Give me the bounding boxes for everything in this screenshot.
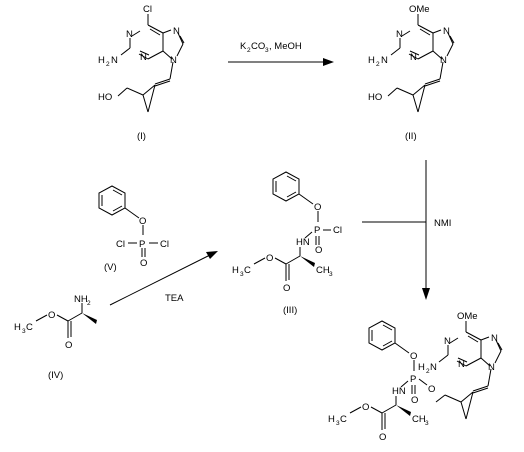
reaction-arrow-2: TEA [109,251,218,306]
compound-V: O P Cl Cl O (V) [98,185,169,273]
amino-group-h: H [368,55,375,66]
compound-IV: NH 2 O H 3 C O (IV) [14,294,97,381]
amino-group-subscript: 2 [106,61,110,68]
reagent-k: K [240,41,247,52]
methoxy-group: OMe [409,4,430,15]
nitrogen-atom: N [126,29,133,40]
nitrogen-atom: N [458,359,465,370]
reagent-subscript: 3 [265,47,269,54]
reagent-methanol: , MeOH [269,41,302,52]
product-compound: OMe N N N N H 2 N O P O HN O O H 3 C CH … [328,311,503,443]
oxygen-atom: O [428,384,435,395]
oxygen-atom: O [410,351,417,362]
nitrogen-atom: N [170,55,177,66]
methyl-subscript: 3 [240,271,244,278]
methyl-ch: CH [412,414,426,425]
chlorine-atom: Cl [333,225,342,236]
oxygen-atom: O [314,202,321,213]
nitrogen-atom: N [488,362,495,373]
ester-oxygen: O [362,402,369,413]
nitrogen-atom: N [396,29,403,40]
nitrogen-atom: N [440,55,447,66]
methyl-c: C [244,265,251,276]
methyl-subscript: 3 [425,420,429,427]
methyl-subscript: 3 [22,328,26,335]
amino-group-subscript: 2 [376,61,380,68]
amino-group-h: H [418,362,425,373]
compound-II: OMe N N N N H 2 N HO (II) [368,4,455,142]
nitrogen-atom: N [140,52,147,63]
oxygen-atom: O [139,216,146,227]
hydroxyl-group: HO [98,92,112,103]
compound-label: (I) [137,131,146,142]
ester-oxygen: O [266,253,273,264]
oxygen-atom: O [315,245,322,256]
methyl-subscript: 3 [336,420,340,427]
compound-label: (II) [405,131,417,142]
compound-label: (IV) [48,370,63,381]
methoxy-group: OMe [457,311,478,322]
carbonyl-oxygen: O [379,432,386,443]
amine-subscript: 2 [87,300,91,307]
imine-nh: HN [296,237,310,248]
oxygen-atom: O [411,395,418,406]
nitrogen-atom: N [410,52,417,63]
carbonyl-oxygen: O [283,283,290,294]
compound-label: (III) [283,305,297,316]
carbonyl-oxygen: O [65,340,72,351]
nitrogen-atom: N [443,26,450,37]
nitrogen-atom: N [491,333,498,344]
compound-label: (V) [104,262,117,273]
reaction-arrow-3: NMI [362,160,451,300]
methyl-c: C [340,414,347,425]
amine-n: NH [74,294,88,305]
nitrogen-atom: N [173,26,180,37]
oxygen-atom: O [48,310,55,321]
reagent-co: CO [251,41,265,52]
amino-group-n: N [430,362,437,373]
phosphorus-atom: P [410,374,416,385]
reagent-tea: TEA [165,293,184,304]
phosphorus-atom: P [139,239,145,250]
phosphorus-atom: P [314,225,320,236]
chlorine-atom: Cl [143,4,152,15]
methyl-h: H [14,322,21,333]
methyl-subscript: 3 [329,271,333,278]
oxygen-atom: O [140,258,147,269]
methyl-ch: CH [316,265,330,276]
imine-nh: HN [392,386,406,397]
hydroxyl-group: HO [368,92,382,103]
compound-I: Cl N N N N H 2 N HO (I) [98,4,185,142]
chlorine-atom: Cl [116,239,125,250]
methyl-h: H [328,414,335,425]
amino-group-h: H [98,55,105,66]
amino-group-n: N [111,55,118,66]
reagent-subscript: 2 [247,47,251,54]
methyl-h: H [232,265,239,276]
chlorine-atom: Cl [160,239,169,250]
amino-group-n: N [381,55,388,66]
amino-group-subscript: 2 [426,368,430,375]
reaction-arrow-1: K 2 CO 3 , MeOH [228,41,334,66]
methyl-c: C [26,322,33,333]
nitrogen-atom: N [444,336,451,347]
reagent-nmi: NMI [434,218,451,229]
compound-III: O P Cl HN O O H 3 C CH 3 O (III) [232,171,342,316]
